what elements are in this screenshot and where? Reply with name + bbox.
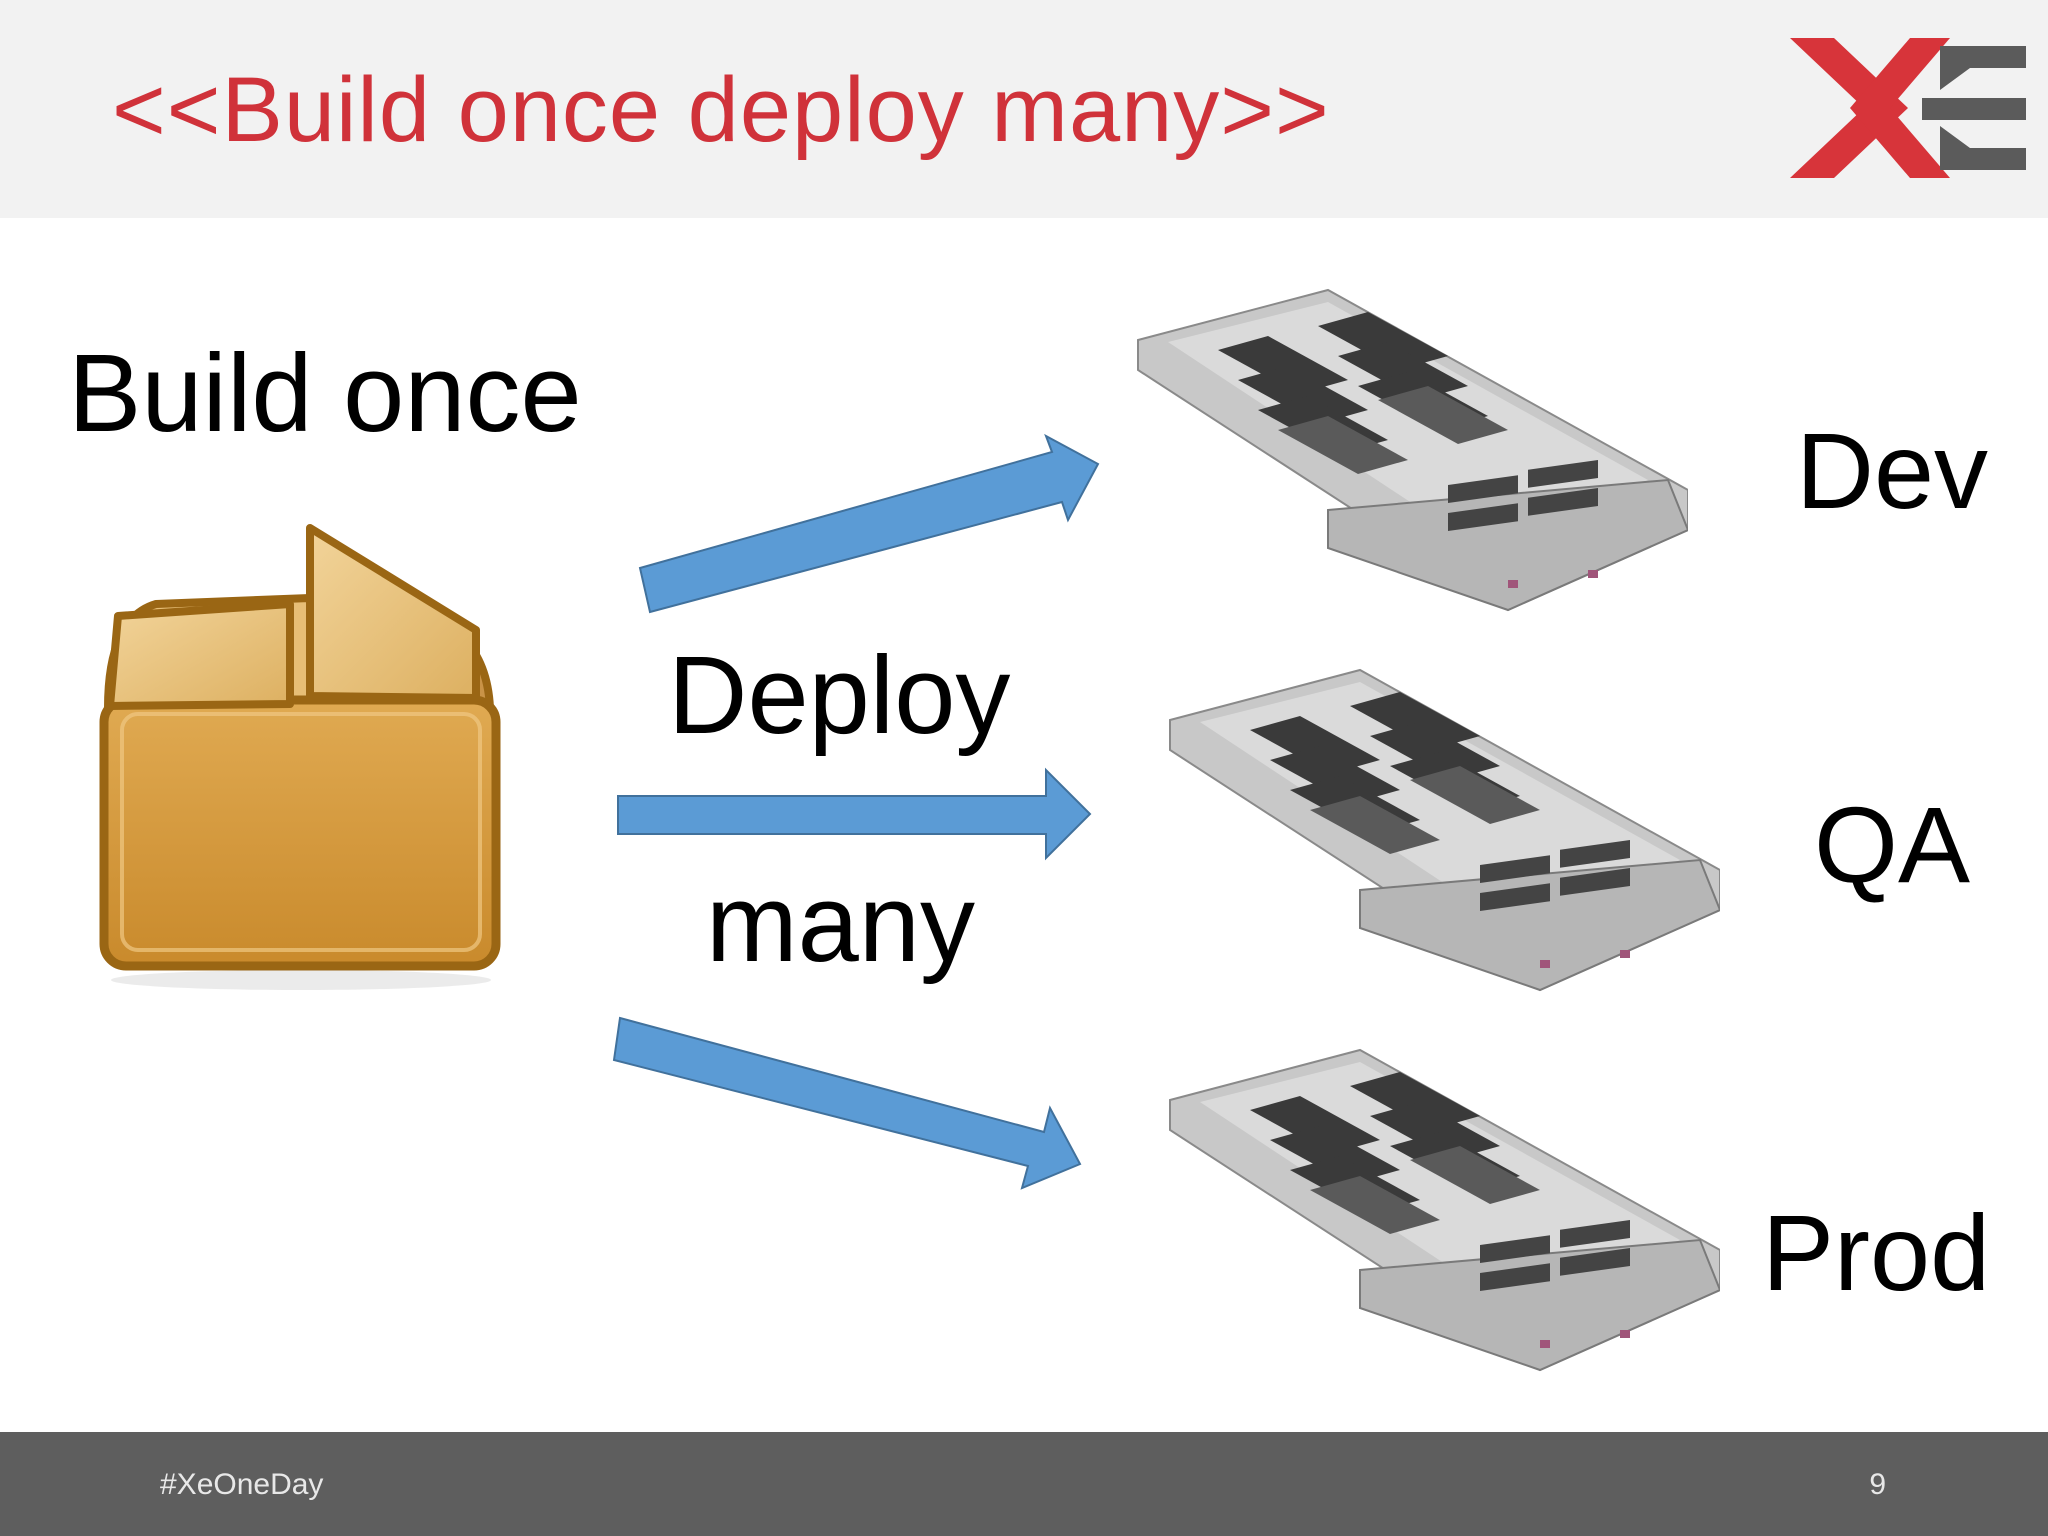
xe-logo-icon: [1790, 38, 2026, 178]
server-blade-icon: [1137, 288, 1688, 612]
page-number: 9: [1869, 1468, 1886, 1501]
env-label-qa: QA: [1814, 784, 1971, 905]
slide-title: <<Build once deploy many>>: [112, 59, 1330, 161]
deploy-label: Deploy: [668, 634, 1011, 757]
server-blade-icon: [1169, 668, 1720, 992]
server-blade-icon: [1169, 1048, 1720, 1372]
env-label-prod: Prod: [1762, 1192, 1991, 1313]
arrow-icon: [612, 433, 1100, 1190]
package-box-icon: [99, 524, 501, 990]
slide-footer: #XeOneDay 9: [0, 1432, 2048, 1536]
many-label: many: [706, 862, 975, 985]
slide-header: <<Build once deploy many>>: [0, 0, 2048, 218]
env-label-dev: Dev: [1796, 410, 1989, 531]
build-once-label: Build once: [68, 332, 582, 455]
footer-hashtag: #XeOneDay: [160, 1468, 324, 1501]
